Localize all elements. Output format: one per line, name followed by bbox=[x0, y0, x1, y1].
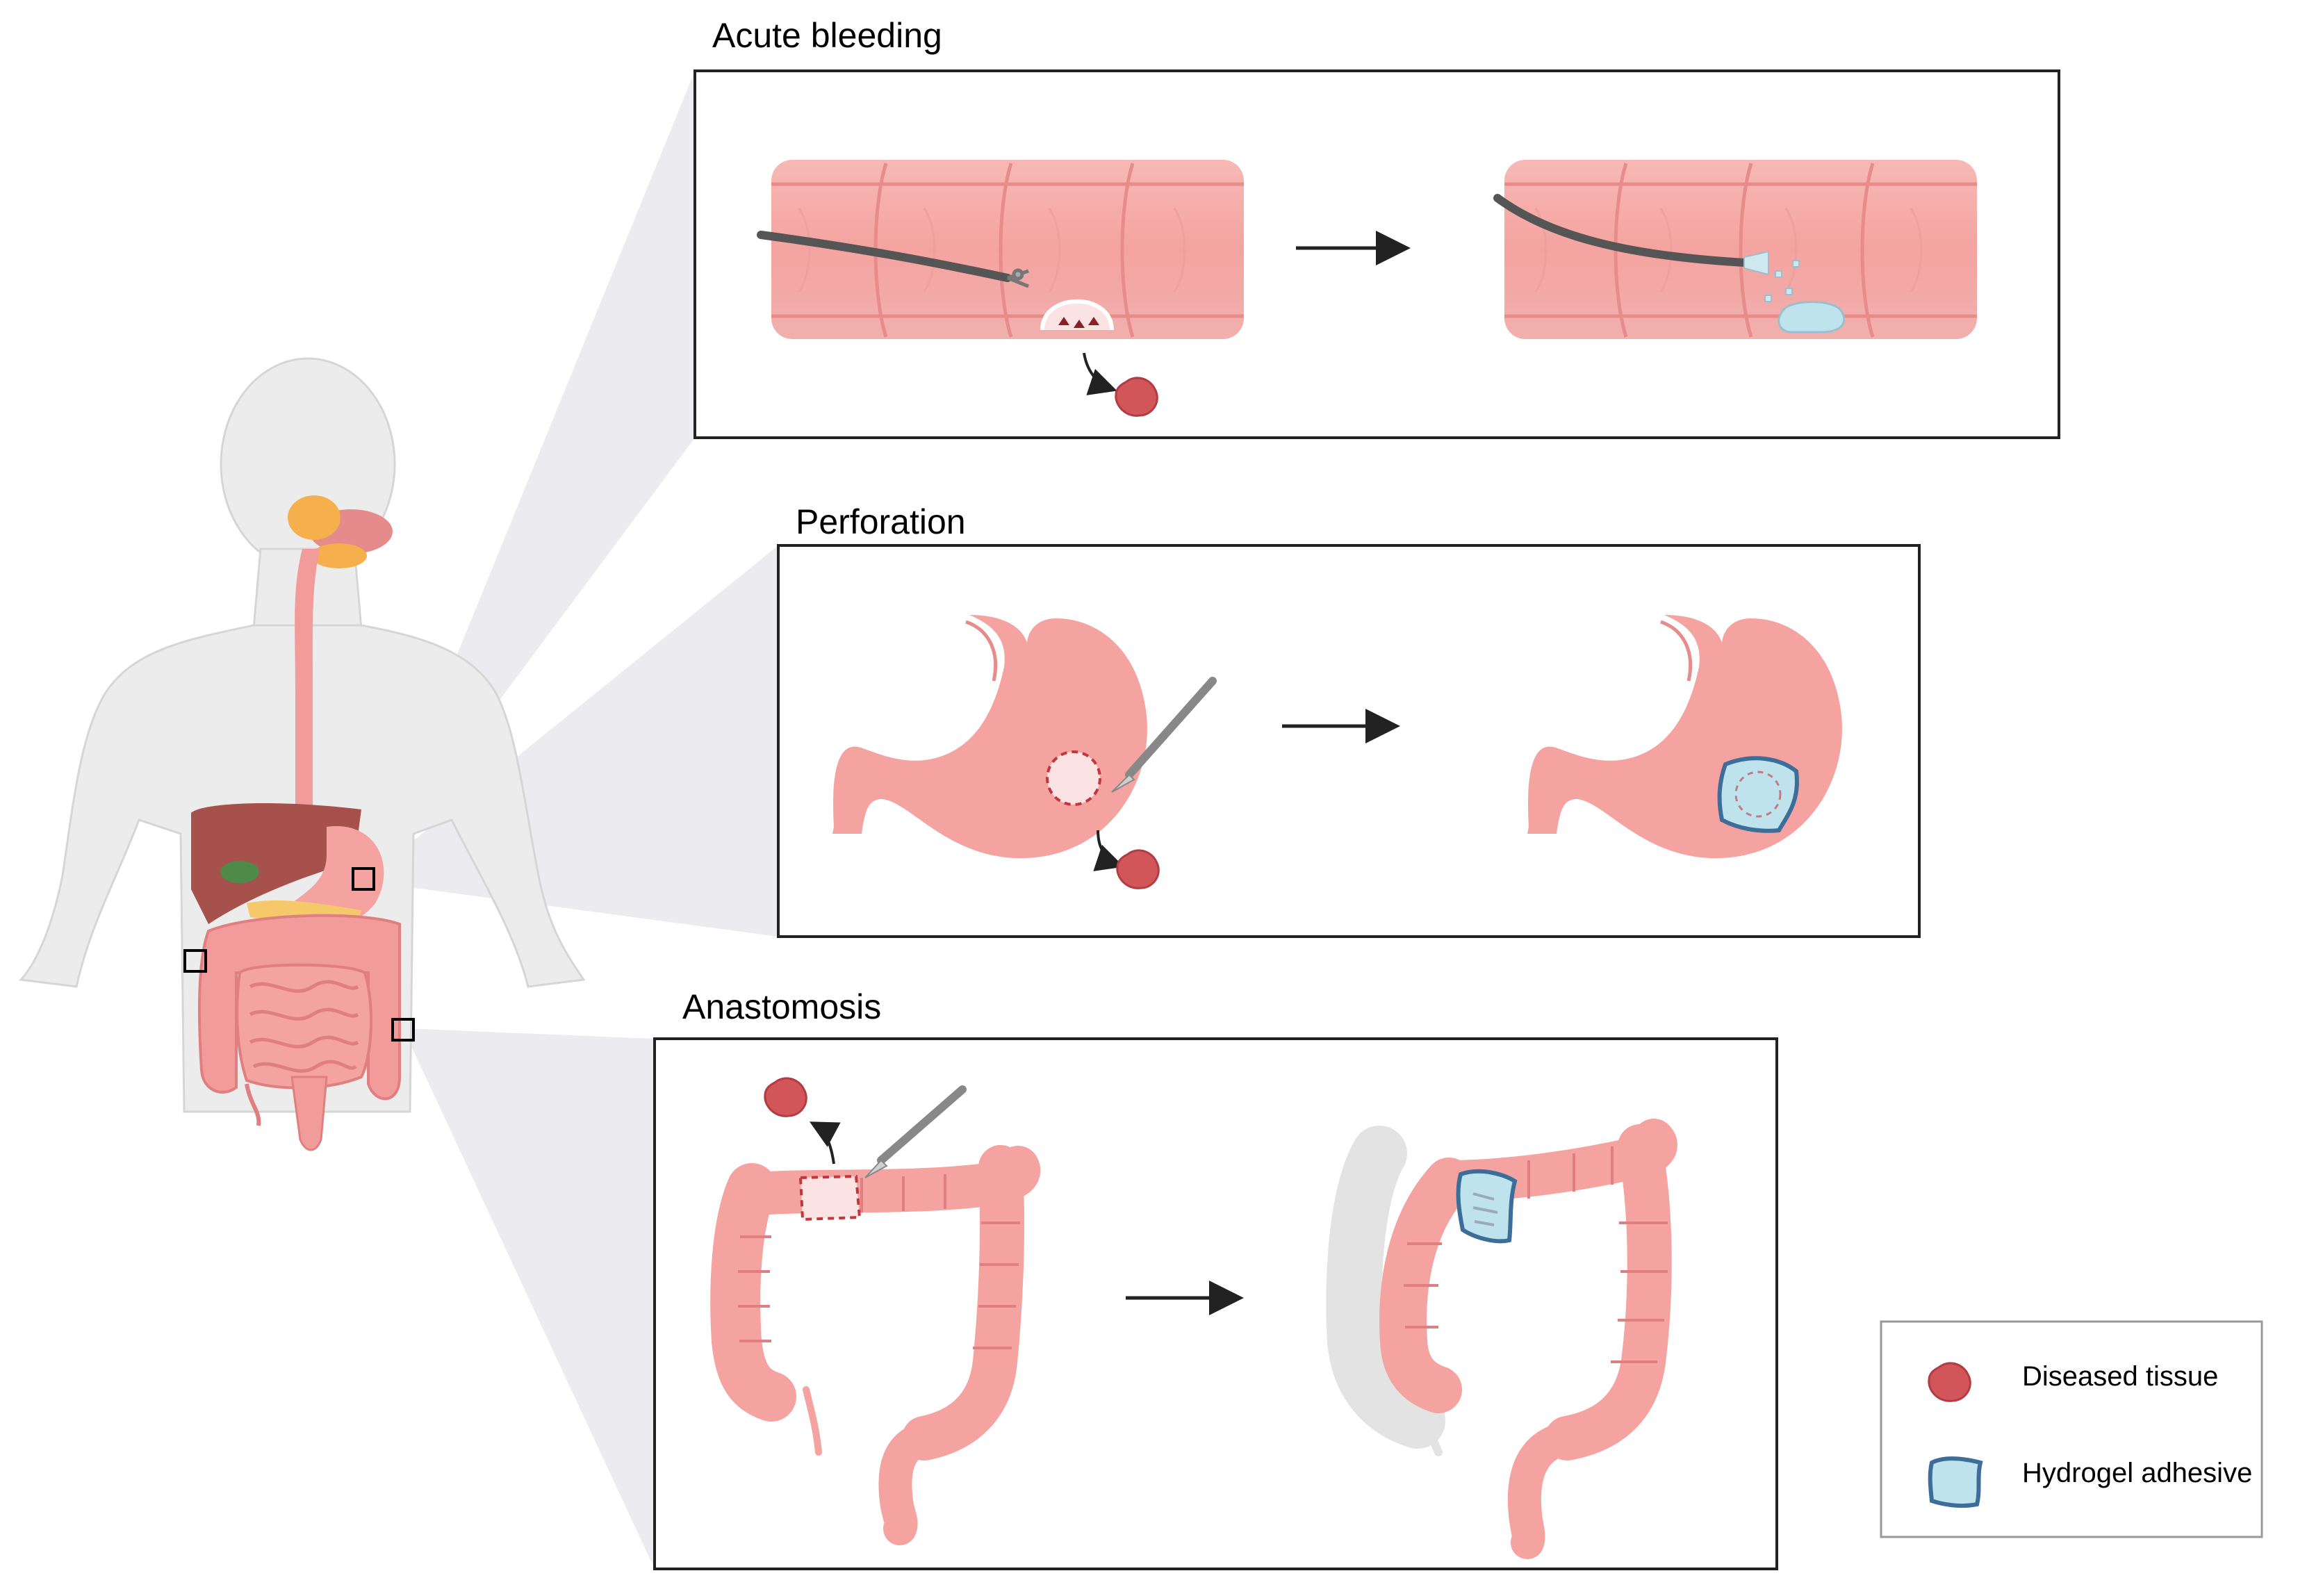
panel-frame-anastomosis bbox=[653, 1037, 1778, 1570]
panel-title-perforation: Perforation bbox=[796, 502, 966, 541]
rectum-shape bbox=[290, 1076, 328, 1151]
blood-drops bbox=[1058, 317, 1099, 328]
diseased-tissue-perforation bbox=[1116, 849, 1160, 889]
panel-perforation: Perforation bbox=[777, 502, 1921, 938]
hemostatic-clip-icon bbox=[1007, 268, 1029, 288]
cone-anastomosis bbox=[403, 1028, 655, 1569]
panel-anastomosis: Anastomosis bbox=[653, 987, 1778, 1570]
removal-arrow-anastomosis bbox=[809, 1121, 841, 1165]
legend-label-hydrogel-adhesive: Hydrogel adhesive bbox=[2022, 1458, 2252, 1488]
hydrogel-patch-bleeding bbox=[1778, 301, 1846, 334]
colon-removed-ghost bbox=[1326, 1126, 1445, 1456]
diseased-tissue-bleeding bbox=[1115, 377, 1158, 417]
spray-droplets bbox=[1764, 260, 1800, 302]
location-marker-colon-left bbox=[391, 1018, 415, 1042]
legend-label-diseased-tissue: Diseased tissue bbox=[2022, 1361, 2218, 1392]
hydrogel-texture-lines bbox=[1472, 1192, 1498, 1226]
small-intestine-loops bbox=[249, 980, 359, 1073]
colon-after bbox=[1379, 1119, 1677, 1559]
salivary-gland-shape bbox=[288, 495, 340, 540]
diseased-tissue-icon bbox=[1928, 1362, 1971, 1402]
stomach-before-inner-fold bbox=[965, 620, 998, 682]
removal-arrow-perforation bbox=[1093, 830, 1124, 871]
colon-before bbox=[710, 1145, 1041, 1545]
panel-title-acute-bleeding: Acute bleeding bbox=[712, 16, 942, 55]
panel-acute-bleeding: Acute bleeding bbox=[693, 16, 2060, 439]
location-marker-stomach bbox=[352, 867, 375, 891]
hydrogel-patch-perforation bbox=[1717, 756, 1799, 833]
endoscope-spray-tool bbox=[1493, 194, 1748, 267]
location-marker-colon-right bbox=[183, 949, 207, 973]
scalpel-icon-perforation bbox=[1111, 677, 1217, 793]
intestine-segment-before bbox=[771, 160, 1244, 339]
perforation-site bbox=[1046, 750, 1101, 806]
esophagus-shape bbox=[295, 549, 320, 820]
large-intestine-small bbox=[198, 914, 401, 1101]
spray-nozzle-icon bbox=[1743, 250, 1769, 276]
endoscope-clip-tool bbox=[757, 231, 1012, 282]
removal-arrow-bleeding bbox=[1083, 352, 1117, 395]
salivary-gland-lower bbox=[311, 543, 367, 568]
stomach-after-inner-fold bbox=[1660, 620, 1693, 682]
panel-title-anastomosis: Anastomosis bbox=[682, 987, 881, 1026]
hydrogel-adhesive-icon bbox=[1928, 1456, 1983, 1508]
hydrogel-patch-anastomosis bbox=[1456, 1169, 1518, 1244]
gallbladder-shape bbox=[220, 861, 259, 883]
scalpel-icon-anastomosis bbox=[864, 1085, 967, 1178]
small-intestine-small bbox=[236, 963, 373, 1089]
appendix-shape bbox=[245, 1083, 261, 1126]
resection-site bbox=[798, 1174, 862, 1221]
diseased-tissue-anastomosis bbox=[764, 1077, 807, 1117]
human-body-figure bbox=[18, 357, 586, 1151]
liver-shape bbox=[191, 803, 361, 924]
legend: Diseased tissue Hydrogel adhesive bbox=[1880, 1320, 2263, 1538]
sealed-perforation-outline bbox=[1734, 771, 1782, 818]
intestine-segment-after bbox=[1504, 160, 1977, 339]
